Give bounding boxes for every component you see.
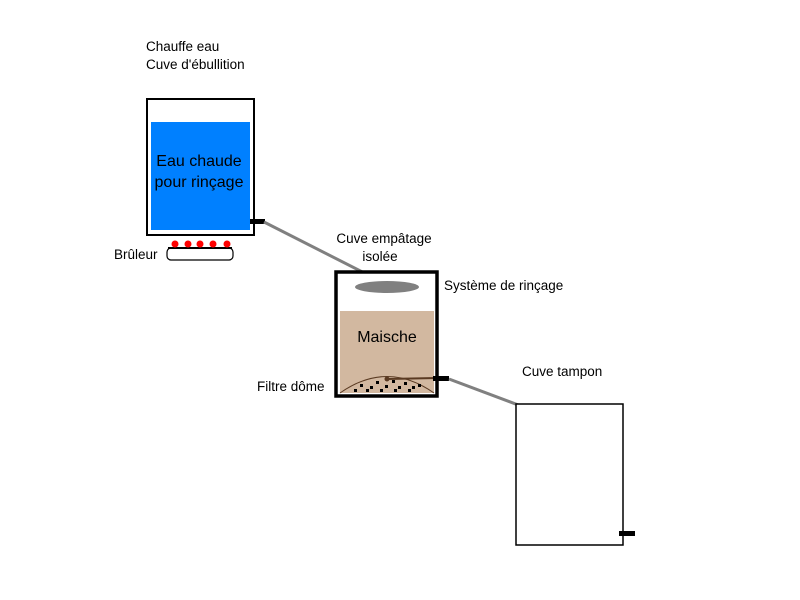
burner-base <box>166 247 234 261</box>
mash-drain-tube <box>386 377 438 380</box>
buffer-tank-vessel <box>515 403 624 546</box>
hot-water-label-line2: pour rinçage <box>155 174 244 191</box>
heater-outlet-valve <box>250 219 265 224</box>
hot-water-heater: Chauffe eau Cuve d'ébullition Eau chaude… <box>146 39 265 236</box>
burner-flame <box>171 240 179 248</box>
heater-label-line2: Cuve d'ébullition <box>146 57 245 72</box>
dome-filter-label: Filtre dôme <box>257 379 325 394</box>
burner-flame <box>209 240 217 248</box>
mash-tun-label-line2: isolée <box>362 249 397 264</box>
burner-flame <box>184 240 192 248</box>
burner-flame <box>196 240 204 248</box>
hot-water-fill <box>151 122 250 230</box>
sparge-system-label: Système de rinçage <box>444 278 563 293</box>
burner-top-bar <box>168 247 232 249</box>
burner-label: Brûleur <box>114 247 158 262</box>
mash-tun-label-line1: Cuve empâtage <box>336 231 431 246</box>
heater-label-line1: Chauffe eau <box>146 39 219 54</box>
sparge-arm <box>355 281 419 293</box>
drain-tube-end <box>384 376 390 382</box>
buffer-tank-outlet-valve <box>619 531 635 536</box>
burner: Brûleur <box>114 240 234 262</box>
mash-tun: Cuve empâtage isolée Système de rinçage … <box>257 231 563 398</box>
grain-bed <box>354 380 421 392</box>
burner-flame <box>223 240 231 248</box>
hot-water-label-line1: Eau chaude <box>156 153 242 170</box>
mash-tun-outlet-valve <box>433 376 449 381</box>
buffer-tank-label: Cuve tampon <box>522 364 602 379</box>
mash-label: Maische <box>357 329 417 346</box>
buffer-tank: Cuve tampon <box>515 364 635 546</box>
